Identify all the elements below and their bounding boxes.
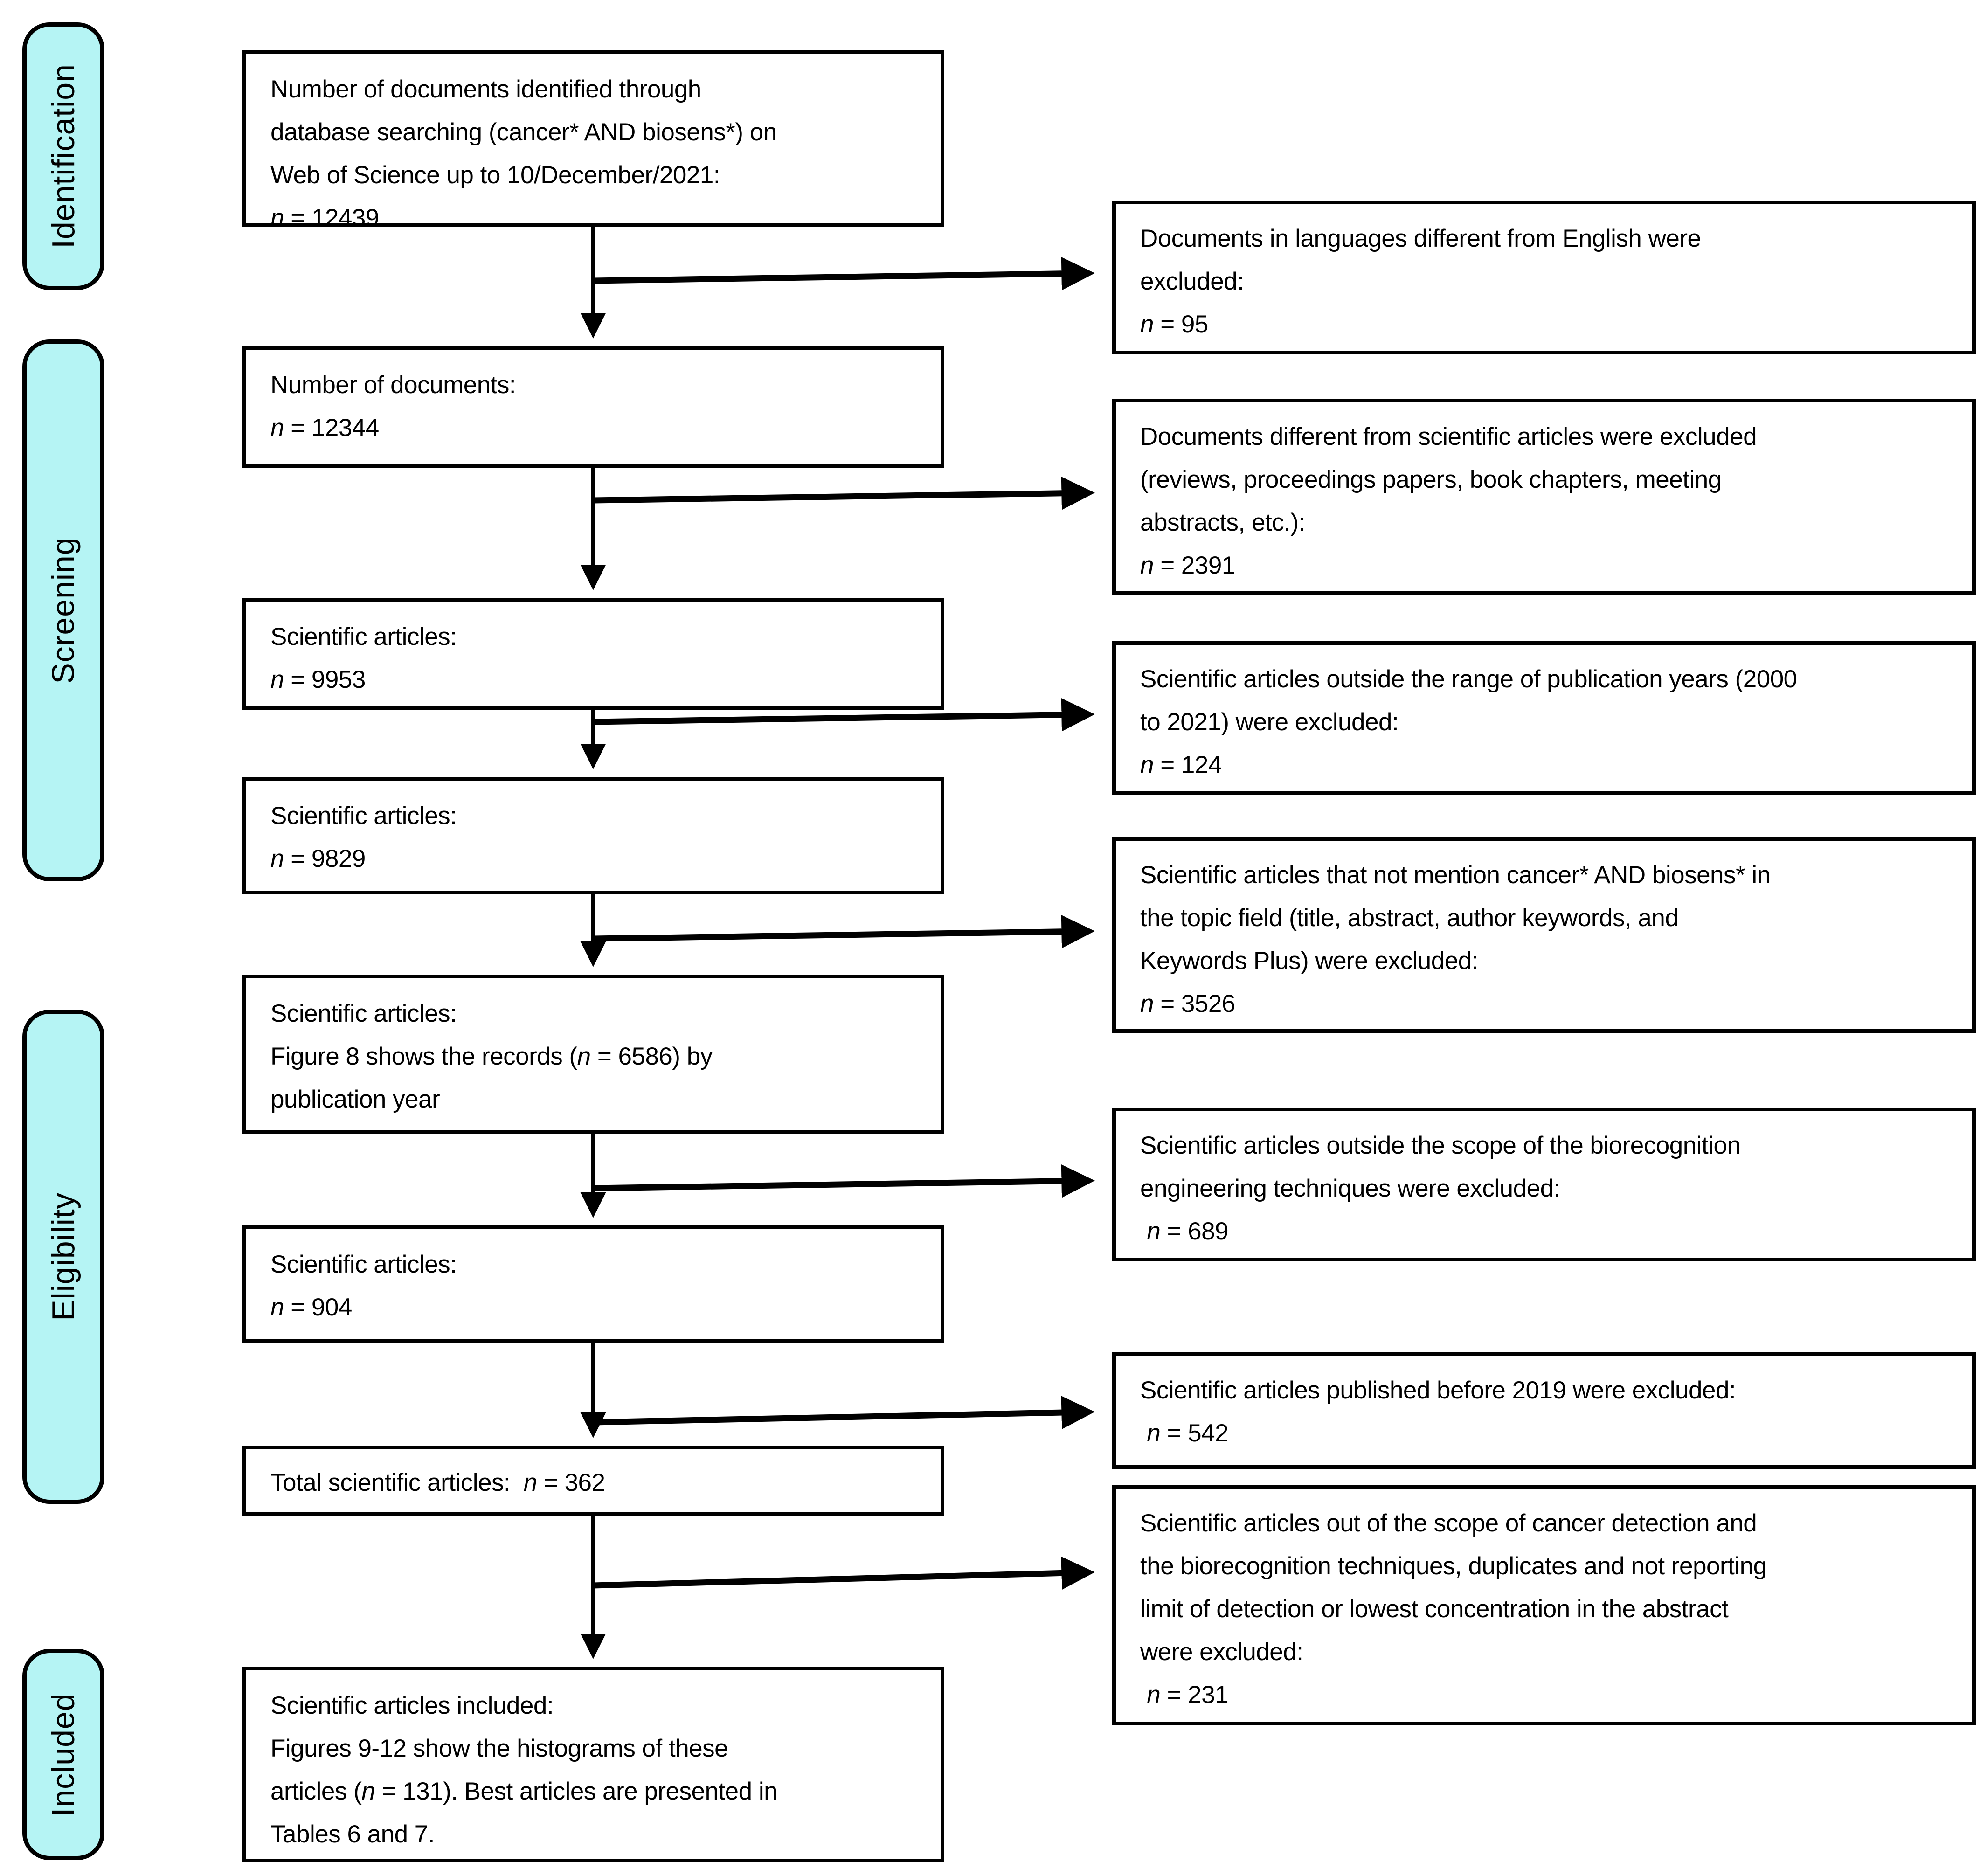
stage-eligibility-label: Eligibility bbox=[46, 1192, 81, 1321]
stage-included: Included bbox=[22, 1649, 104, 1860]
exclusion-arrow-before-2019 bbox=[593, 1396, 1095, 1429]
exclusion-arrow-topic-field bbox=[593, 915, 1095, 948]
flow-box-identified: Number of documents identified through d… bbox=[242, 50, 944, 232]
stage-screening: Screening bbox=[22, 339, 104, 881]
stage-identification-label: Identification bbox=[46, 64, 81, 249]
flow-box-articles-9829: Scientific articles: n = 9829 bbox=[242, 777, 944, 894]
exclusion-arrow-language bbox=[593, 257, 1095, 291]
exclusion-box-final-screen: Scientific articles out of the scope of … bbox=[1112, 1485, 1976, 1725]
flow-box-articles-904: Scientific articles: n = 904 bbox=[242, 1225, 944, 1343]
flow-box-articles-6586: Scientific articles: Figure 8 shows the … bbox=[242, 975, 944, 1134]
exclusion-box-biorecognition-scope: Scientific articles outside the scope of… bbox=[1112, 1108, 1976, 1261]
exclusion-arrow-publication-years bbox=[593, 698, 1095, 732]
flow-box-articles-9953: Scientific articles: n = 9953 bbox=[242, 598, 944, 710]
stage-included-label: Included bbox=[46, 1692, 81, 1817]
exclusion-arrow-document-type bbox=[593, 477, 1095, 510]
flow-box-total-articles: Total scientific articles: n = 362 bbox=[242, 1446, 944, 1516]
exclusion-box-language: Documents in languages different from En… bbox=[1112, 201, 1976, 354]
flow-box-included: Scientific articles included: Figures 9-… bbox=[242, 1667, 944, 1862]
exclusion-box-publication-years: Scientific articles outside the range of… bbox=[1112, 641, 1976, 795]
exclusion-box-before-2019: Scientific articles published before 201… bbox=[1112, 1352, 1976, 1469]
exclusion-box-document-type: Documents different from scientific arti… bbox=[1112, 399, 1976, 595]
stage-screening-label: Screening bbox=[46, 537, 82, 684]
exclusion-box-topic-field: Scientific articles that not mention can… bbox=[1112, 837, 1976, 1033]
exclusion-arrow-final-screen bbox=[593, 1556, 1095, 1590]
flow-box-documents: Number of documents: n = 12344 bbox=[242, 346, 944, 468]
exclusion-arrow-biorecognition-scope bbox=[593, 1164, 1095, 1198]
stage-identification: Identification bbox=[22, 22, 104, 290]
stage-eligibility: Eligibility bbox=[22, 1010, 104, 1504]
